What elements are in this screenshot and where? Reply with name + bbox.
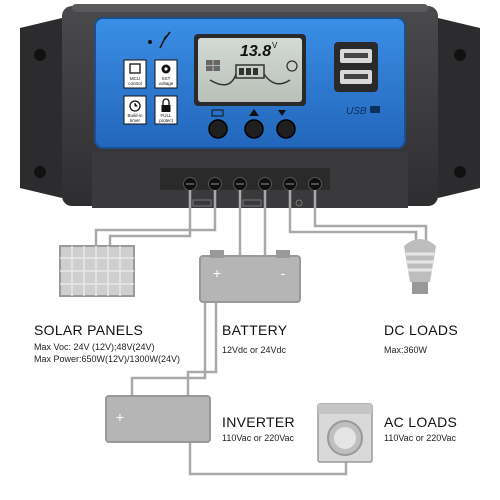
svg-text:voltage: voltage xyxy=(159,81,174,86)
up-button[interactable] xyxy=(244,119,264,139)
right-mounting-bracket xyxy=(438,18,480,198)
feature-build-in-timer: Build-in timer xyxy=(123,95,147,125)
ac-loads-title: AC LOADS xyxy=(384,414,458,430)
solar-max-voc: Max Voc: 24V (12V);48V(24V) xyxy=(34,342,155,352)
battery-plus-icon: + xyxy=(213,265,221,281)
right-mount-hole-bottom xyxy=(454,166,466,178)
svg-text:FULL: FULL xyxy=(160,113,172,118)
up-arrow-icon xyxy=(249,109,259,116)
battery-title: BATTERY xyxy=(222,322,288,338)
padlock-icon xyxy=(161,105,171,112)
button-glyph-menu xyxy=(211,109,224,117)
feature-sst-voltage: SST voltage xyxy=(154,59,178,89)
washing-machine-icon xyxy=(317,403,373,463)
usb-symbol-icon xyxy=(370,106,380,113)
left-mounting-bracket xyxy=(20,18,62,198)
lcd-charge-arrow-icon xyxy=(209,73,237,86)
lcd-voltage-readout: 13.8 xyxy=(240,43,271,60)
lcd-unit: V xyxy=(272,41,278,50)
terminal-screws xyxy=(183,177,322,191)
left-mount-hole-top xyxy=(34,49,46,61)
lcd-battery-icon xyxy=(235,64,265,79)
dc-loads-title: DC LOADS xyxy=(384,322,458,338)
inverter-icon: + xyxy=(105,395,211,443)
terminal-solar-marker-icon xyxy=(192,199,212,207)
battery-spec: 12Vdc or 24Vdc xyxy=(222,345,287,355)
right-mount-hole-top xyxy=(454,49,466,61)
svg-text:protect: protect xyxy=(159,118,174,123)
inverter-spec: 110Vac or 220Vac xyxy=(222,433,295,443)
dc-load-bulb-icon xyxy=(404,239,436,294)
left-mount-hole-bottom xyxy=(34,166,46,178)
ac-loads-spec: 110Vac or 220Vac xyxy=(384,433,457,443)
svg-text:MCU: MCU xyxy=(130,76,140,81)
solar-sun-icon xyxy=(148,31,171,49)
solar-max-power: Max Power:650W(12V)/1300W(24V) xyxy=(34,354,181,364)
battery-menu-icon xyxy=(211,109,224,117)
charge-controller: 13.8 V MCU control SST voltage Build-in … xyxy=(20,4,480,208)
terminal-battery-marker-icon xyxy=(242,199,262,207)
timer-clock-icon xyxy=(129,100,141,112)
inverter-plus-icon: + xyxy=(116,409,124,425)
inverter-title: INVERTER xyxy=(222,414,295,430)
solar-panels-title: SOLAR PANELS xyxy=(34,322,144,338)
solar-panel-icon xyxy=(59,245,135,297)
lcd-load-arrow-icon xyxy=(263,73,291,85)
svg-text:timer: timer xyxy=(130,118,141,123)
dc-loads-spec: Max:360W xyxy=(384,345,428,355)
down-load-icon xyxy=(278,110,286,116)
mcu-chip-icon xyxy=(129,63,141,74)
feature-mcu-control: MCU control xyxy=(123,59,147,89)
svg-text:Build-in: Build-in xyxy=(127,113,143,118)
lcd-bulb-icon xyxy=(286,60,298,72)
usb-label: USB xyxy=(346,106,367,117)
battery-icon: + - xyxy=(199,250,301,303)
menu-button[interactable] xyxy=(208,119,228,139)
terminal-load-marker-icon xyxy=(295,199,303,207)
down-button[interactable] xyxy=(276,119,296,139)
svg-text:control: control xyxy=(128,81,142,86)
battery-minus-icon: - xyxy=(281,265,286,281)
feature-full-protect: FULL protect xyxy=(154,95,178,125)
svg-text:SST: SST xyxy=(162,76,171,81)
